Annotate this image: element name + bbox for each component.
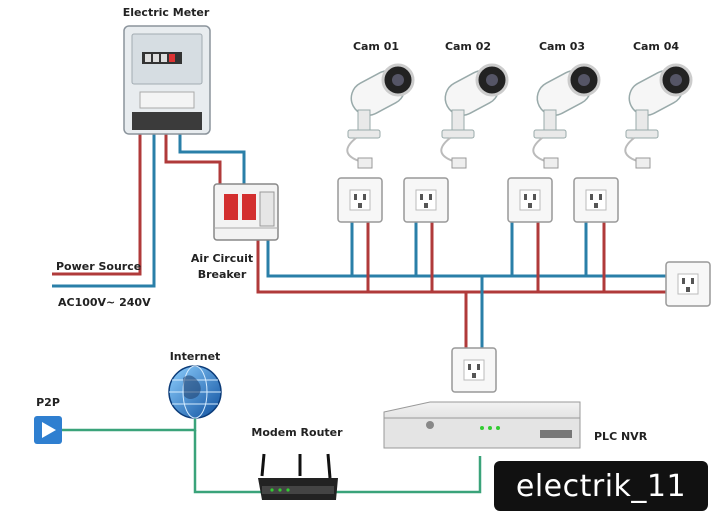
plc-nvr-device xyxy=(383,401,581,449)
socket-nvr xyxy=(451,347,497,393)
modem-router-label: Modem Router xyxy=(251,426,343,439)
internet-to-router xyxy=(193,430,262,494)
breaker-label-line2: Breaker xyxy=(198,268,247,281)
internet-label: Internet xyxy=(170,350,221,363)
socket-extra xyxy=(665,261,711,307)
electric-meter-label: Electric Meter xyxy=(123,6,210,19)
cam-01-label: Cam 01 xyxy=(353,40,399,53)
watermark-badge: electrik_11 xyxy=(494,461,708,511)
air-circuit-breaker xyxy=(213,183,279,241)
power-source-label: Power Source xyxy=(56,260,141,273)
power-wires xyxy=(52,124,676,348)
breaker-neutral-out xyxy=(266,240,676,278)
cam-02-label: Cam 02 xyxy=(445,40,491,53)
camera-04 xyxy=(624,63,693,169)
electric-meter xyxy=(123,25,211,135)
meter-to-breaker-neutral xyxy=(178,124,246,188)
camera-02 xyxy=(440,63,509,169)
plc-nvr-label: PLC NVR xyxy=(594,430,648,443)
socket-cam-03 xyxy=(507,177,553,223)
source-neutral xyxy=(52,128,156,288)
modem-router-device xyxy=(258,453,338,500)
socket-cam-02 xyxy=(403,177,449,223)
breaker-live-out xyxy=(256,240,676,294)
p2p-label: P2P xyxy=(36,396,60,409)
internet-globe-icon xyxy=(168,365,222,419)
router-to-nvr xyxy=(336,456,482,494)
socket-cam-01 xyxy=(337,177,383,223)
source-live xyxy=(52,128,142,276)
meter-to-breaker-live xyxy=(164,124,222,188)
camera-01 xyxy=(346,63,415,169)
camera-03 xyxy=(532,63,601,169)
cam-04-label: Cam 04 xyxy=(633,40,679,53)
breaker-label-line1: Air Circuit xyxy=(191,252,253,265)
voltage-label: AC100V~ 240V xyxy=(58,296,151,309)
cam-03-label: Cam 03 xyxy=(539,40,585,53)
p2p-icon xyxy=(34,416,62,444)
socket-cam-04 xyxy=(573,177,619,223)
